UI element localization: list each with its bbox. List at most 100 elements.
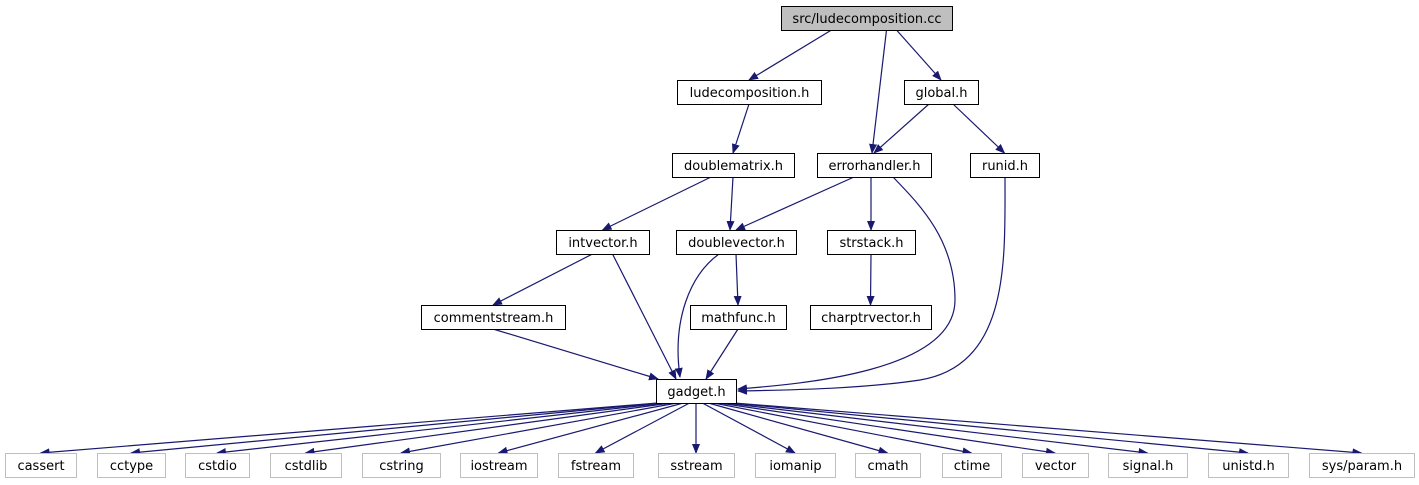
edge-gadget-h-to-sys-param-h xyxy=(733,402,1363,457)
node-box xyxy=(97,453,166,478)
edge-root-to-errorhandler-h xyxy=(869,29,888,154)
node-box xyxy=(1108,453,1188,478)
node-cstdlib: cstdlib xyxy=(270,453,342,478)
edge-gadget-h-to-cctype xyxy=(130,402,660,457)
node-box xyxy=(827,230,916,255)
node-mathfunc-h[interactable]: mathfunc.h xyxy=(690,305,787,330)
node-label: commentstream.h xyxy=(434,311,554,326)
edge-gadget-h-to-cstdlib xyxy=(304,402,671,456)
node-label: ctime xyxy=(954,459,991,474)
edge-gadget-h-to-unistd-h xyxy=(731,402,1249,457)
edge-gadget-h-to-cassert xyxy=(39,402,659,457)
edge-gadget-h-to-vector xyxy=(718,402,1056,456)
node-root[interactable]: src/ludecomposition.cc xyxy=(781,6,953,31)
node-label: global.h xyxy=(915,86,967,101)
node-vector: vector xyxy=(1022,453,1089,478)
edge-gadget-h-to-cstdio xyxy=(216,402,666,456)
node-label: cmath xyxy=(867,459,908,474)
edge-mathfunc-h-to-gadget-h xyxy=(705,328,739,380)
node-box xyxy=(421,305,566,330)
node-strstack-h[interactable]: strstack.h xyxy=(827,230,916,255)
node-ctime: ctime xyxy=(942,453,1002,478)
node-box xyxy=(1208,453,1289,478)
edge-gadget-h-to-cmath xyxy=(708,402,889,455)
node-label: unistd.h xyxy=(1222,459,1275,474)
edge-layer xyxy=(39,29,1363,457)
edge-gadget-h-to-cstring xyxy=(400,402,678,456)
node-label: errorhandler.h xyxy=(828,159,920,174)
node-sstream: sstream xyxy=(658,453,735,478)
edge-global-h-to-errorhandler-h xyxy=(873,103,930,154)
node-box xyxy=(558,453,634,478)
node-label: fstream xyxy=(571,459,621,474)
edge-gadget-h-to-iostream xyxy=(497,402,684,455)
edge-doublematrix-h-to-doublevector-h xyxy=(726,176,735,231)
node-intvector-h[interactable]: intvector.h xyxy=(556,230,650,255)
node-box xyxy=(5,453,77,478)
node-label: cassert xyxy=(17,459,64,474)
node-box xyxy=(1309,453,1415,478)
node-box xyxy=(970,153,1040,178)
node-cassert: cassert xyxy=(5,453,77,478)
node-cstring: cstring xyxy=(362,453,441,478)
node-box xyxy=(942,453,1002,478)
node-signal-h: signal.h xyxy=(1108,453,1188,478)
node-label: cstring xyxy=(379,459,423,474)
node-doublevector-h[interactable]: doublevector.h xyxy=(676,230,797,255)
node-label: doublematrix.h xyxy=(684,159,783,174)
node-label: gadget.h xyxy=(667,385,725,400)
node-layer: src/ludecomposition.cc ludecomposition.h g… xyxy=(5,6,1415,478)
node-unistd-h: unistd.h xyxy=(1208,453,1289,478)
node-label: iostream xyxy=(470,459,527,474)
node-label: sys/param.h xyxy=(1322,459,1402,474)
node-label: charptrvector.h xyxy=(821,311,921,326)
node-cmath: cmath xyxy=(855,453,921,478)
node-gadget-h[interactable]: gadget.h xyxy=(656,379,737,404)
edge-errorhandler-h-to-doublevector-h xyxy=(735,176,855,231)
node-commentstream-h[interactable]: commentstream.h xyxy=(421,305,566,330)
node-box xyxy=(817,153,932,178)
node-box xyxy=(656,379,737,404)
node-runid-h[interactable]: runid.h xyxy=(970,153,1040,178)
node-iostream: iostream xyxy=(460,453,538,478)
node-global-h[interactable]: global.h xyxy=(904,80,979,105)
node-doublematrix-h[interactable]: doublematrix.h xyxy=(672,153,795,178)
node-box xyxy=(690,305,787,330)
node-charptrvector-h[interactable]: charptrvector.h xyxy=(810,305,932,330)
node-box xyxy=(460,453,538,478)
node-ludecomposition-h[interactable]: ludecomposition.h xyxy=(677,80,822,105)
edge-doublematrix-h-to-intvector-h xyxy=(601,176,712,231)
edge-runid-h-to-gadget-h xyxy=(737,176,1006,395)
node-cstdio: cstdio xyxy=(185,453,250,478)
node-sys-param-h: sys/param.h xyxy=(1309,453,1415,478)
node-box xyxy=(755,453,836,478)
node-label: mathfunc.h xyxy=(701,311,776,326)
node-box xyxy=(362,453,441,478)
edge-commentstream-h-to-gadget-h xyxy=(492,328,659,381)
edge-root-to-global-h xyxy=(896,29,942,81)
node-box xyxy=(676,230,797,255)
node-cctype: cctype xyxy=(97,453,166,478)
node-label: intvector.h xyxy=(568,236,637,251)
node-label: runid.h xyxy=(982,159,1028,174)
edge-gadget-h-to-signal-h xyxy=(724,402,1149,456)
node-label: src/ludecomposition.cc xyxy=(792,12,941,27)
node-label: ludecomposition.h xyxy=(690,86,810,101)
node-label: iomanip xyxy=(769,459,821,474)
node-errorhandler-h[interactable]: errorhandler.h xyxy=(817,153,932,178)
node-label: strstack.h xyxy=(839,236,903,251)
node-box xyxy=(781,6,953,31)
edge-gadget-h-to-iomanip xyxy=(702,402,796,454)
edge-intvector-h-to-gadget-h xyxy=(611,253,677,380)
edge-intvector-h-to-commentstream-h xyxy=(492,253,593,306)
node-box xyxy=(556,230,650,255)
edge-global-h-to-runid-h xyxy=(952,103,1006,154)
node-label: cctype xyxy=(110,459,153,474)
node-box xyxy=(185,453,250,478)
edge-doublevector-h-to-mathfunc-h xyxy=(733,253,742,306)
edge-gadget-h-to-ctime xyxy=(713,402,973,456)
node-iomanip: iomanip xyxy=(755,453,836,478)
edge-strstack-h-to-charptrvector-h xyxy=(866,253,875,306)
node-label: signal.h xyxy=(1123,459,1174,474)
